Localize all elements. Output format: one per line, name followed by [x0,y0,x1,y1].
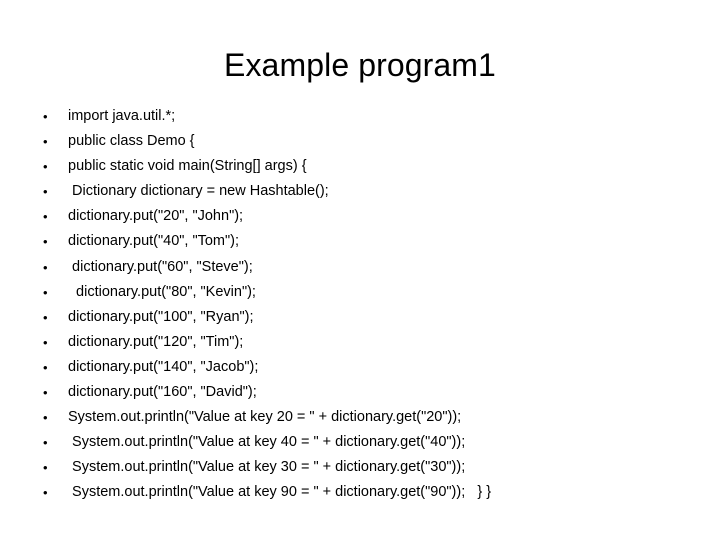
list-item: • dictionary.put("100", "Ryan"); [36,305,708,330]
code-line-text: dictionary.put("20", "John"); [68,208,244,225]
list-item: • dictionary.put("40", "Tom"); [36,229,708,254]
code-line-text: import java.util.*; [68,108,176,124]
code-line-text: dictionary.put("100", "Ryan"); [68,308,254,325]
list-item: • System.out.println("Value at key 30 = … [36,455,708,480]
list-item: • dictionary.put("140", "Jacob"); [36,355,708,380]
bullet-icon: • [43,435,48,451]
bullet-icon: • [43,134,48,150]
bullet-icon: • [43,159,48,175]
code-line-text: dictionary.put("160", "David"); [68,384,257,401]
code-line-text: System.out.println("Value at key 20 = " … [68,409,462,426]
list-item: • System.out.println("Value at key 40 = … [36,430,708,455]
bullet-icon: • [43,109,48,124]
code-line-text: System.out.println("Value at key 30 = " … [68,459,466,476]
code-line-text: dictionary.put("140", "Jacob"); [68,358,259,375]
code-line-text: System.out.println("Value at key 90 = " … [68,484,492,501]
list-item: • public static void main(String[] args) … [36,154,708,179]
list-item: • dictionary.put("80", "Kevin"); [36,280,708,305]
code-line-text: dictionary.put("80", "Kevin"); [68,283,256,300]
list-item: • dictionary.put("160", "David"); [36,380,708,405]
list-item: • dictionary.put("120", "Tim"); [36,330,708,355]
code-line-text: System.out.println("Value at key 40 = " … [68,434,466,451]
bullet-icon: • [43,334,48,350]
list-item: • dictionary.put("20", "John"); [36,204,708,229]
list-item: • public class Demo { [36,129,708,154]
list-item: • import java.util.*; [36,104,708,129]
bullet-icon: • [43,209,48,225]
code-bullet-list: • import java.util.*; • public class Demo {… [36,104,708,506]
bullet-icon: • [43,234,48,250]
bullet-icon: • [43,410,48,426]
code-line-text: dictionary.put("120", "Tim"); [68,333,244,350]
list-item: • dictionary.put("60", "Steve"); [36,255,708,280]
code-line-text: public static void main(String[] args) { [68,158,307,175]
bullet-icon: • [43,184,48,200]
code-line-text: dictionary.put("40", "Tom"); [68,233,240,250]
page-title: Example program1 [224,47,496,83]
bullet-icon: • [43,309,48,325]
bullet-icon: • [43,259,48,275]
list-item: • System.out.println("Value at key 90 = … [36,480,708,505]
code-line-text: public class Demo { [68,133,195,150]
bullet-icon: • [43,485,48,501]
list-item: • System.out.println("Value at key 20 = "… [36,405,708,430]
bullet-icon: • [43,359,48,375]
code-line-text: dictionary.put("60", "Steve"); [68,258,253,275]
bullet-icon: • [43,385,48,401]
code-line-text: Dictionary dictionary = new Hashtable(); [68,183,329,200]
list-item: • Dictionary dictionary = new Hashtable(… [36,179,708,204]
bullet-icon: • [43,284,48,300]
bullet-icon: • [43,460,48,476]
